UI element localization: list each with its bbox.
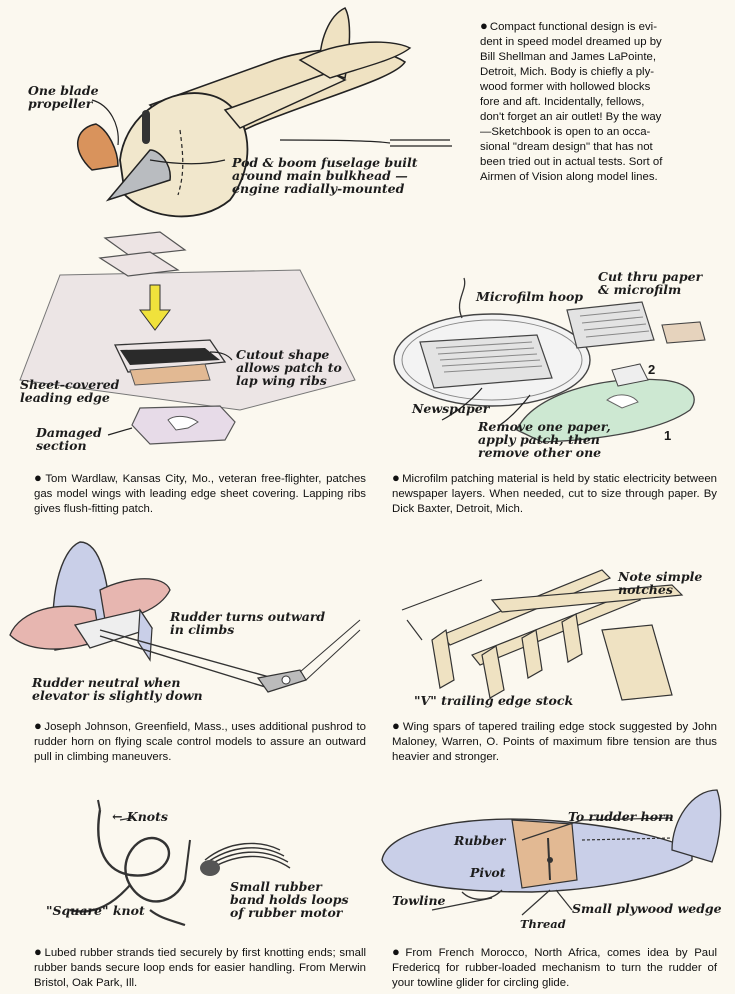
label-trailing-edge-stock: "V" trailing edge stock xyxy=(414,693,574,708)
label-plywood-wedge: Small plywood wedge xyxy=(572,901,722,916)
label-microfilm-hoop: Microfilm hoop xyxy=(476,289,584,304)
label-rudder-neutral: Rudder neutral when elevator is slightly… xyxy=(32,675,203,703)
rudder-pushrod-illustration xyxy=(9,541,361,693)
wing-spars-illustration xyxy=(401,569,684,701)
figure-wing-patch: Cutout shape allows patch to lap wing ri… xyxy=(0,230,372,530)
label-damaged-section: Damaged section xyxy=(36,425,102,453)
label-propeller: One blade propeller xyxy=(28,83,99,111)
caption-wing-spars: ●Wing spars of tapered trailing edge sto… xyxy=(392,718,717,763)
caption-rubber-knots: ●Lubed rubber strands tied securely by f… xyxy=(34,944,367,989)
label-cut-thru-paper: Cut thru paper & microfilm xyxy=(598,269,703,297)
label-rudder-turns: Rudder turns outward in climbs xyxy=(170,609,326,637)
label-small-rubber-band: Small rubber band holds loops of rubber … xyxy=(230,879,349,920)
rubber-knots-illustration xyxy=(69,799,291,927)
wing-patch-illustration xyxy=(19,231,356,445)
figure-wing-spars: Note simple notches "V" trailing edge st… xyxy=(372,530,735,775)
label-leading-edge: Sheet-covered leading edge xyxy=(20,377,120,405)
towline-glider-illustration xyxy=(381,789,722,916)
label-fuselage: Pod & boom fuselage built around main bu… xyxy=(232,155,418,196)
caption-rudder-pushrod: ●Joseph Johnson, Greenfield, Mass., uses… xyxy=(34,718,366,763)
caption-wing-patch: ●Tom Wardlaw, Kansas City, Mo., veteran … xyxy=(34,470,367,515)
figure-towline-glider: To rudder horn Rubber Pivot Towline Thre… xyxy=(372,780,735,994)
figure-speed-model: One blade propeller Pod & boom fuselage … xyxy=(0,0,470,230)
label-to-rudder-horn: To rudder horn xyxy=(568,809,674,824)
label-knots: ← Knots xyxy=(112,809,168,824)
intro-paragraph: ●Compact functional design is evi- dent … xyxy=(480,18,663,183)
caption-towline-glider: ●From French Morocco, North Africa, come… xyxy=(392,944,717,989)
label-thread: Thread xyxy=(520,917,566,931)
label-simple-notches: Note simple notches xyxy=(618,569,703,597)
step-number-2: 2 xyxy=(648,362,656,377)
figure-rubber-knots: ← Knots "Square" knot Small rubber band … xyxy=(0,780,372,994)
label-cutout-shape: Cutout shape allows patch to lap wing ri… xyxy=(236,347,342,388)
caption-microfilm: ●Microfilm patching material is held by … xyxy=(392,470,717,515)
label-remove-paper: Remove one paper, apply patch, then remo… xyxy=(478,419,611,460)
label-towline: Towline xyxy=(392,893,446,908)
label-pivot: Pivot xyxy=(470,865,506,880)
figure-rudder-pushrod: Rudder turns outward in climbs Rudder ne… xyxy=(0,530,372,775)
label-newspaper: Newspaper xyxy=(412,401,490,416)
figure-microfilm: Cut thru paper & microfilm Microfilm hoo… xyxy=(372,230,735,530)
speed-model-illustration xyxy=(76,7,452,218)
microfilm-illustration xyxy=(393,277,706,443)
label-rubber: Rubber xyxy=(454,833,506,848)
step-number-1: 1 xyxy=(664,428,672,443)
label-square-knot: "Square" knot xyxy=(46,903,145,918)
